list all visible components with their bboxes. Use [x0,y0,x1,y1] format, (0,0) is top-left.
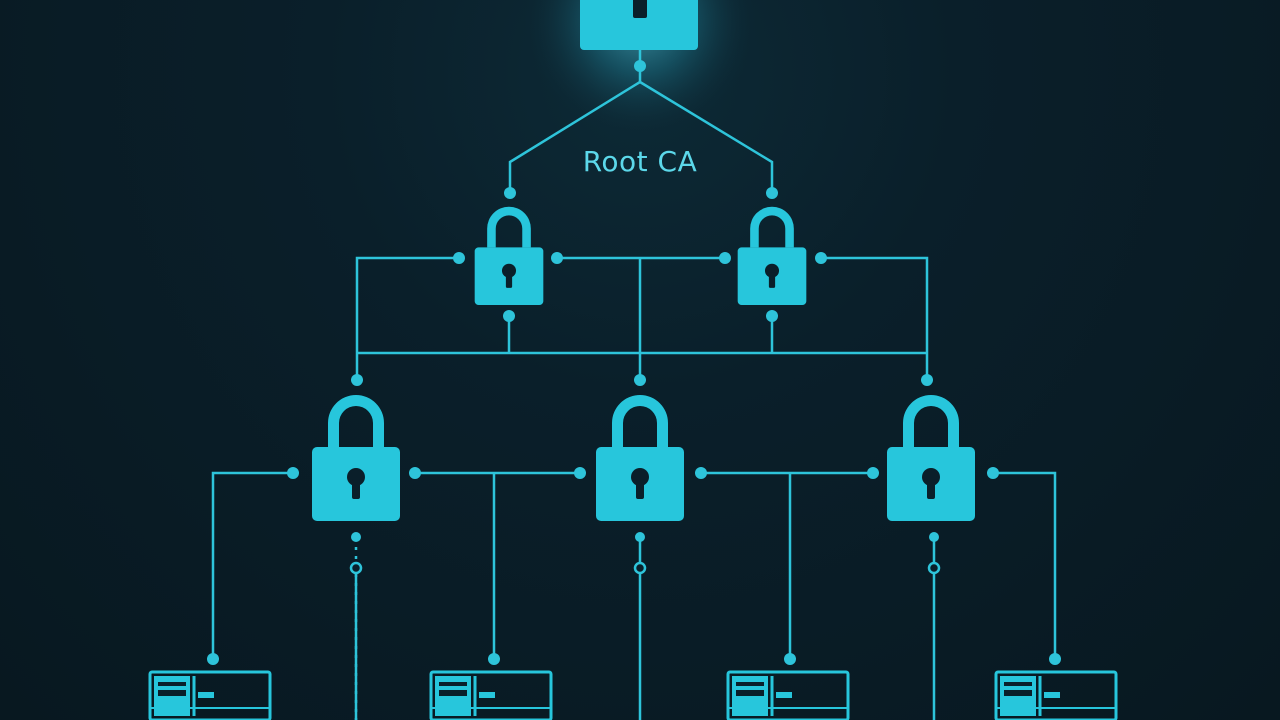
intermediate-ca-lock-icon [737,206,807,306]
connector-rings [349,561,941,575]
intermediate-ca-lock-icon [474,206,544,306]
server-icon [994,670,1118,720]
issuing-ca-lock-icon [596,395,684,521]
root-ca-label: Root CA [582,145,698,178]
root-ca-lock-icon [580,0,698,50]
connector-dots [207,60,1061,665]
server-icon [148,670,272,720]
issuing-ca-lock-icon [887,395,975,521]
server-icon [726,670,850,720]
server-icon [429,670,553,720]
issuing-ca-lock-icon [312,395,400,521]
